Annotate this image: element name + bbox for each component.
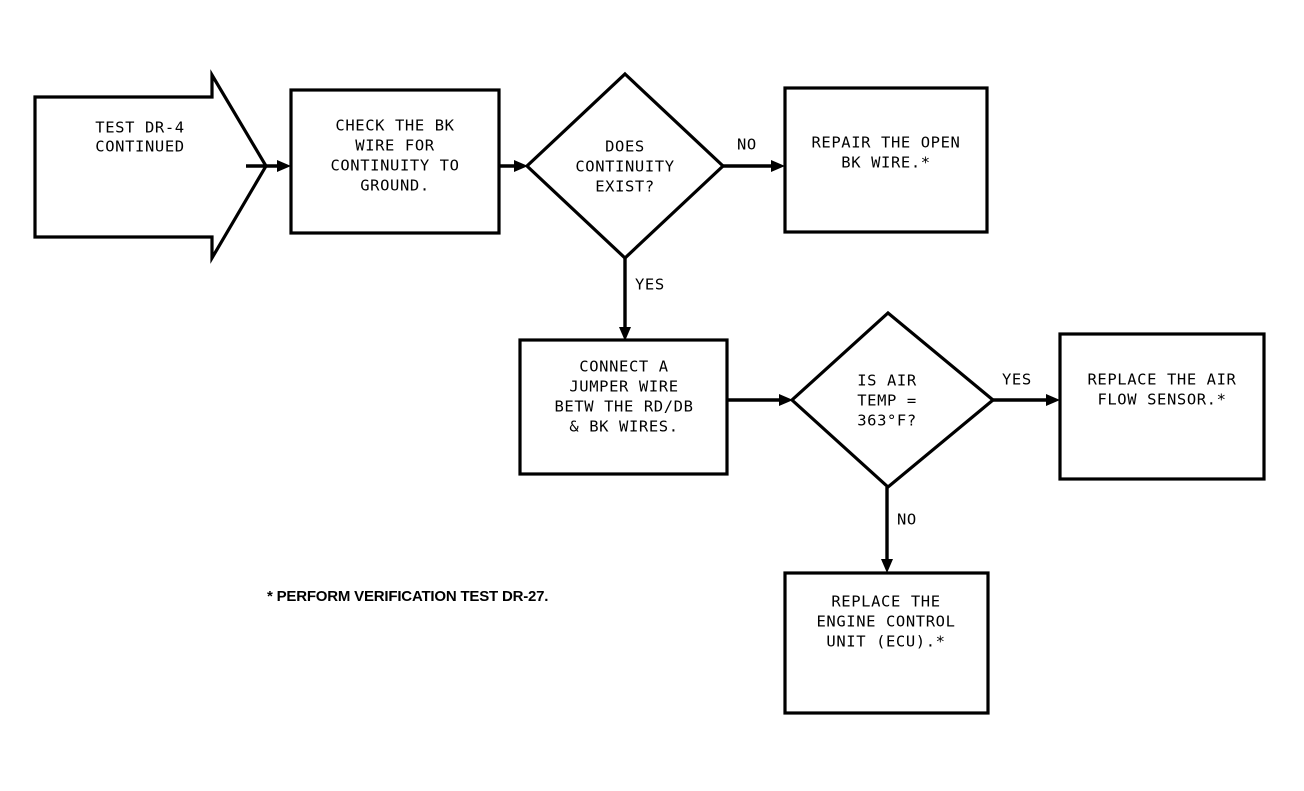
footnote-verification-test: * PERFORM VERIFICATION TEST DR-27. (267, 588, 548, 605)
node-connect-jumper-wire-line2: JUMPER WIRE (569, 378, 678, 396)
process-box-shape (783, 571, 990, 715)
node-connect-jumper-wire-line3: BETW THE RD/DB (554, 398, 693, 416)
node-connect-jumper-wire[interactable]: CONNECT A JUMPER WIRE BETW THE RD/DB & B… (518, 338, 729, 476)
node-connect-jumper-wire-line4: & BK WIRES. (569, 418, 678, 436)
node-repair-open-bk-wire[interactable]: REPAIR THE OPEN BK WIRE.* (783, 86, 989, 234)
process-box-shape (289, 88, 501, 235)
node-start-banner-line2: CONTINUED (95, 138, 184, 156)
node-start-banner-line1: TEST DR-4 (95, 119, 184, 137)
edge-continuity-yes: YES (619, 258, 665, 341)
process-box-shape (518, 338, 729, 476)
node-replace-ecu-line1: REPLACE THE (831, 593, 940, 611)
process-box-shape (783, 86, 989, 234)
edge-continuity-no-arrowhead (771, 160, 785, 172)
node-is-air-temp[interactable]: IS AIR TEMP = 363°F? (789, 310, 996, 490)
node-check-bk-wire[interactable]: CHECK THE BK WIRE FOR CONTINUITY TO GROU… (289, 88, 501, 235)
edge-check-to-continuity-arrowhead (514, 160, 528, 172)
node-does-continuity-exist-line2: CONTINUITY (575, 158, 674, 176)
edge-start-to-check (246, 160, 291, 172)
node-repair-open-bk-wire-line1: REPAIR THE OPEN (812, 134, 961, 152)
edge-continuity-no: NO (723, 136, 785, 172)
node-replace-air-flow-sensor-line2: FLOW SENSOR.* (1097, 391, 1226, 409)
edge-airtemp-no-arrowhead (881, 559, 893, 573)
node-does-continuity-exist-line1: DOES (605, 138, 645, 156)
node-repair-open-bk-wire-line2: BK WIRE.* (841, 154, 930, 172)
node-does-continuity-exist[interactable]: DOES CONTINUITY EXIST? (524, 71, 726, 261)
node-start-banner[interactable]: TEST DR-4 CONTINUED (33, 69, 268, 264)
node-replace-ecu-line3: UNIT (ECU).* (826, 633, 945, 651)
edge-start-to-check-arrowhead (277, 160, 291, 172)
edge-jumper-to-airtemp-arrowhead (779, 394, 793, 406)
node-is-air-temp-line3: 363°F? (857, 412, 917, 430)
node-replace-ecu[interactable]: REPLACE THE ENGINE CONTROL UNIT (ECU).* (783, 571, 990, 715)
edge-continuity-yes-arrowhead (619, 327, 631, 341)
node-replace-air-flow-sensor[interactable]: REPLACE THE AIR FLOW SENSOR.* (1058, 332, 1266, 481)
node-is-air-temp-line1: IS AIR (857, 372, 917, 390)
edge-label-airtemp-yes: YES (1002, 371, 1032, 389)
node-check-bk-wire-line1: CHECK THE BK (335, 117, 454, 135)
edge-label-continuity-yes: YES (635, 276, 665, 294)
arrow-pentagon-shape (33, 69, 268, 264)
node-is-air-temp-line2: TEMP = (857, 392, 917, 410)
edge-label-airtemp-no: NO (897, 511, 917, 529)
edge-airtemp-yes: YES (993, 371, 1060, 406)
node-check-bk-wire-line4: GROUND. (360, 177, 430, 195)
edge-label-continuity-no: NO (737, 136, 757, 154)
edge-check-to-continuity (499, 160, 528, 172)
node-check-bk-wire-line3: CONTINUITY TO (330, 157, 459, 175)
node-does-continuity-exist-line3: EXIST? (595, 178, 655, 196)
node-check-bk-wire-line2: WIRE FOR (355, 137, 435, 155)
node-replace-ecu-line2: ENGINE CONTROL (816, 613, 955, 631)
node-connect-jumper-wire-line1: CONNECT A (579, 358, 668, 376)
node-replace-air-flow-sensor-line1: REPLACE THE AIR (1088, 371, 1237, 389)
edge-airtemp-yes-arrowhead (1046, 394, 1060, 406)
edge-airtemp-no: NO (881, 487, 917, 573)
edge-jumper-to-airtemp (727, 394, 793, 406)
process-box-shape (1058, 332, 1266, 481)
